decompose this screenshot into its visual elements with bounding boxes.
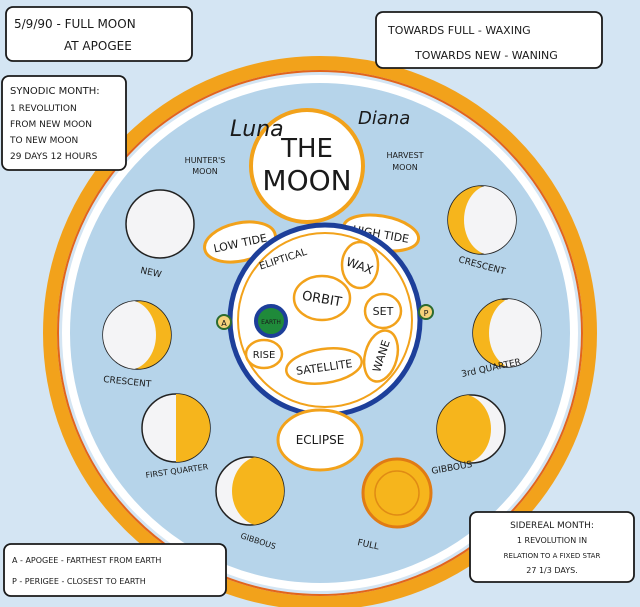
diana-label: Diana	[358, 108, 410, 129]
apogee-note: A - APOGEE - FARTHEST FROM EARTH	[12, 556, 161, 565]
apogee-marker-label: A	[221, 319, 227, 328]
sidereal-line-1: SIDEREAL MONTH:	[510, 521, 594, 531]
set-label: SET	[373, 305, 394, 318]
hunters-moon-line-2: MOON	[192, 167, 217, 176]
sidereal-line-3: RELATION TO A FIXED STAR	[504, 552, 601, 560]
title-line-2: MOON	[262, 164, 351, 197]
earth-label: EARTH	[261, 319, 281, 326]
rise-label: RISE	[253, 350, 276, 361]
synodic-line-5: 29 DAYS 12 HOURS	[10, 152, 98, 162]
synodic-line-4: TO NEW MOON	[9, 136, 78, 146]
sidereal-line-2: 1 REVOLUTION IN	[517, 536, 587, 545]
waning-note: TOWARDS NEW - WANING	[414, 49, 558, 62]
harvest-moon-line-2: MOON	[392, 163, 417, 172]
phase-new-moon	[126, 190, 194, 258]
perigee-note: P - PERIGEE - CLOSEST TO EARTH	[12, 577, 146, 586]
sidereal-line-4: 27 1/3 DAYS.	[526, 566, 578, 575]
title-line-1: THE	[280, 134, 333, 164]
synodic-line-1: SYNODIC MONTH:	[10, 86, 100, 97]
eclipse-label: ECLIPSE	[296, 433, 345, 447]
apogee-perigee-note-box	[4, 544, 226, 596]
phase-full-moon	[363, 459, 431, 527]
perigee-marker-label: P	[424, 309, 429, 318]
harvest-moon-line-1: HARVEST	[386, 151, 423, 160]
waxing-note: TOWARDS FULL - WAXING	[387, 24, 531, 37]
date-note-line-1: 5/9/90 - FULL MOON	[14, 17, 136, 31]
synodic-line-2: 1 REVOLUTION	[10, 104, 77, 114]
luna-label: Luna	[230, 117, 284, 142]
hunters-moon-line-1: HUNTER'S	[185, 156, 226, 165]
synodic-line-3: FROM NEW MOON	[10, 120, 92, 130]
date-note-line-2: AT APOGEE	[64, 39, 132, 53]
